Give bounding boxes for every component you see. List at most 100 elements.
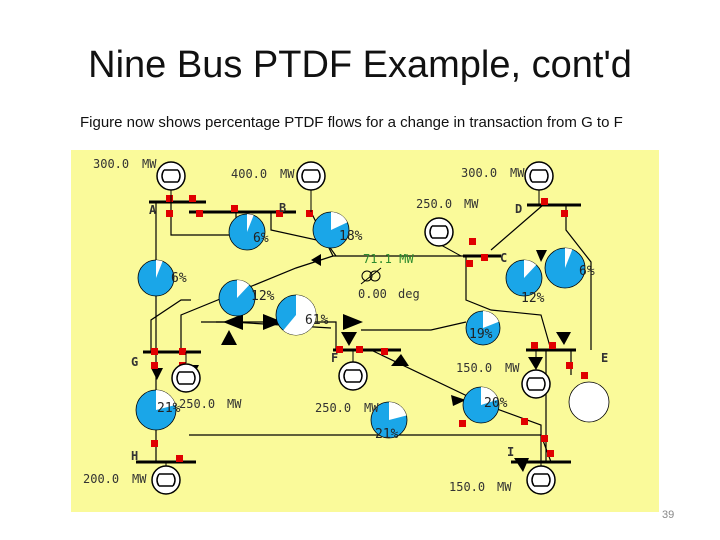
- pie-gf-slice: [283, 295, 316, 335]
- pie-ab-slice: [247, 214, 254, 232]
- flow-arrows: [151, 250, 571, 472]
- gen-a-label: 300.0: [93, 157, 129, 171]
- generator-e-icon: [521, 350, 551, 399]
- arrow-bc: [311, 254, 321, 266]
- gen-h-label: 200.0: [83, 472, 119, 486]
- pie-hi-slice: [389, 402, 407, 420]
- bus-f-name: F: [331, 351, 338, 365]
- arrow-f-up: [391, 354, 409, 366]
- pie-gh-slice: [156, 390, 176, 410]
- arrow-fi: [451, 395, 466, 406]
- pie-fi-slice: [481, 387, 499, 405]
- gen-e-label: 150.0: [456, 361, 492, 375]
- one-line-diagram: 6%18%6%12%61%19%12%6%21%20%21% 300.0 MW …: [71, 150, 659, 512]
- arrow-f-right: [343, 314, 363, 330]
- pie-cf-chart: 19%: [465, 310, 501, 346]
- pie-de-label: 6%: [579, 264, 595, 279]
- gen-c-unit: MW: [464, 197, 479, 211]
- pie-hi-label: 21%: [375, 427, 399, 442]
- page-number: 39: [662, 509, 675, 521]
- line-c-e: [465, 256, 552, 351]
- pie-bg-chart: 12%: [218, 279, 275, 317]
- pie-ce-label: 12%: [521, 291, 545, 306]
- bus-e-name: E: [601, 351, 608, 365]
- generator-d-icon: [524, 161, 554, 205]
- gen-c-label: 250.0: [416, 197, 452, 211]
- gen-g-label: 250.0: [179, 397, 215, 411]
- pie-ab-chart: 6%: [228, 213, 269, 251]
- gen-d-label: 300.0: [461, 166, 497, 180]
- line-d-c: [490, 204, 544, 251]
- bus-b-name: B: [279, 201, 286, 215]
- phase-shifter-deg: 0.00: [358, 287, 387, 301]
- pie-hi-chart: 21%: [370, 401, 408, 442]
- pie-ce-slice: [524, 260, 537, 278]
- line-b-c1: [270, 212, 337, 257]
- generator-g-icon: [171, 352, 201, 393]
- generator-a-icon: [156, 161, 186, 202]
- slide-subtitle: Figure now shows percentage PTDF flows f…: [80, 114, 623, 131]
- bus-i-name: I: [507, 445, 514, 459]
- pie-ag-slice: [156, 260, 163, 278]
- bus-d-name: D: [515, 202, 522, 216]
- gen-f-label: 250.0: [315, 401, 351, 415]
- gen-i-unit: MW: [497, 480, 512, 494]
- pie-gh-chart: 21%: [135, 389, 181, 431]
- pie-cf-label: 19%: [469, 327, 493, 342]
- pie-cf-slice: [483, 311, 499, 328]
- pie-ce-chart: 12%: [505, 259, 545, 306]
- gen-i-label: 150.0: [449, 480, 485, 494]
- gen-a-unit: MW: [142, 157, 157, 171]
- ptdf-pies: 6%18%6%12%61%19%12%6%21%20%21%: [135, 211, 610, 442]
- bus-g-name: G: [131, 355, 138, 369]
- generator-i-icon: [526, 462, 556, 495]
- pie-bc-label: 18%: [339, 229, 363, 244]
- bus-a-name: A: [149, 203, 157, 217]
- pie-ei-disc: [568, 381, 610, 423]
- pie-ag-label: 6%: [171, 271, 187, 286]
- phase-shifter-icon: [360, 267, 382, 285]
- line-g-f: [201, 321, 337, 350]
- generator-b-icon: [296, 161, 326, 212]
- arrow-c: [536, 250, 547, 262]
- phase-shifter-deg-unit: deg: [398, 287, 420, 301]
- generator-h-icon: [151, 462, 181, 495]
- pie-gh-label: 21%: [157, 401, 181, 416]
- line-f-c: [361, 321, 467, 331]
- bus-h-name: H: [131, 449, 138, 463]
- pie-ab-label: 6%: [253, 231, 269, 246]
- arrow-ce: [556, 332, 571, 345]
- diagram-svg: 6%18%6%12%61%19%12%6%21%20%21% 300.0 MW …: [83, 157, 610, 495]
- generator-f-icon: [338, 350, 368, 391]
- slide-title: Nine Bus PTDF Example, cont'd: [88, 44, 632, 86]
- pie-gf-chart: 61%: [275, 294, 329, 336]
- arrow-i: [514, 458, 529, 472]
- pie-bg-slice: [237, 280, 250, 298]
- pie-de-slice: [565, 248, 573, 268]
- gen-g-unit: MW: [227, 397, 242, 411]
- gen-b-label: 400.0: [231, 167, 267, 181]
- pie-gf-label: 61%: [305, 313, 329, 328]
- arrow-gh: [151, 368, 163, 380]
- arrow-gf-right: [263, 314, 283, 330]
- generator-c-icon: [424, 217, 462, 257]
- line-h-i: [189, 434, 552, 463]
- line-a-b: [170, 202, 237, 236]
- line-g-b2: [150, 299, 191, 352]
- gen-h-unit: MW: [132, 472, 147, 486]
- arrow-f-down: [341, 332, 357, 346]
- arrow-gf-1: [221, 330, 237, 345]
- pie-ag-chart: 6%: [137, 259, 187, 297]
- pie-bc-slice: [331, 212, 348, 230]
- line-f-i: [370, 349, 542, 462]
- pie-ei-chart: [568, 381, 610, 423]
- gen-f-unit: MW: [364, 401, 379, 415]
- line-d-e: [565, 205, 592, 350]
- phase-shifter-mw: 71.1 MW: [363, 252, 414, 266]
- pie-de-chart: 6%: [544, 247, 595, 289]
- gen-d-unit: MW: [510, 166, 525, 180]
- bus-c-name: C: [500, 251, 507, 265]
- arrow-gf-left: [223, 314, 243, 330]
- gen-b-unit: MW: [280, 167, 295, 181]
- pie-bc-chart: 18%: [312, 211, 363, 249]
